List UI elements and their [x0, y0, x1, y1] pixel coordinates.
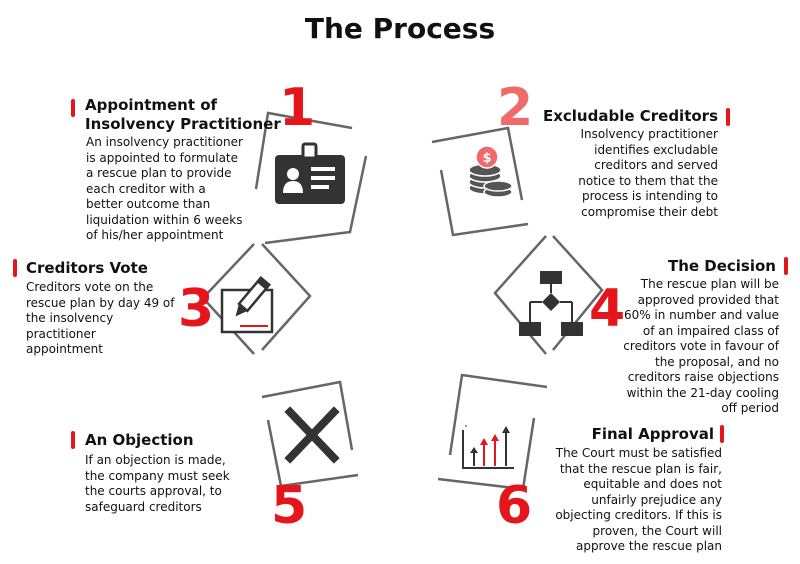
accent-bar-1 — [71, 99, 75, 117]
accent-bar-5 — [71, 431, 75, 449]
step-4-title: The Decision — [668, 257, 776, 276]
step-number-6: 6 — [496, 476, 533, 536]
step-3-body-line: Creditors vote on the — [26, 280, 154, 294]
step-6-title: Final Approval — [592, 425, 714, 444]
step-1-body-line: An insolvency practitioner — [86, 135, 243, 149]
step-4-title-line: The Decision — [667, 257, 776, 275]
pen-sign-icon — [220, 275, 274, 334]
step-6-body-line: that the rescue plan is fair, — [559, 461, 722, 476]
step-3-title-line: Creditors Vote — [26, 259, 148, 277]
step-6-body-line: The Court must be satisfied — [555, 446, 722, 460]
step-number-1: 1 — [279, 78, 316, 138]
step-4-body: The rescue plan will be approved provide… — [623, 277, 779, 417]
step-1-body: An insolvency practitioner is appointed … — [86, 135, 243, 244]
frame-1 — [254, 111, 368, 245]
coin-stack-icon: $ — [468, 145, 513, 198]
step-6-body-line: proven, the Court will — [592, 523, 722, 538]
step-4-body-line: 60% in number and value — [623, 308, 779, 322]
step-number-4: 4 — [589, 279, 626, 339]
step-6-body-line: unfairly prejudice any — [591, 492, 722, 507]
step-5-body-line: safeguard creditors — [85, 499, 202, 514]
step-3-body-line: practitioner — [26, 326, 96, 341]
step-2-body-line: creditors and served — [594, 158, 718, 172]
step-1-body-line: each creditor with a — [86, 181, 206, 196]
cross-icon — [284, 406, 340, 464]
step-2-body-line: Insolvency practitioner — [580, 127, 718, 141]
frame-6 — [437, 373, 548, 491]
step-5-body-line: the courts approval, to — [85, 484, 222, 498]
step-5-title: An Objection — [85, 431, 194, 450]
step-6-body: The Court must be satisfied that the res… — [555, 446, 722, 555]
step-2-body-line: compromise their debt — [581, 204, 718, 219]
flowchart-icon — [519, 271, 583, 336]
step-number-5: 5 — [271, 476, 308, 536]
step-2-title: Excludable Creditors — [543, 107, 718, 126]
step-number-3: 3 — [178, 279, 215, 339]
step-4-body-line: creditors vote in favour of — [623, 339, 779, 353]
step-1-body-line: better outcome than — [86, 197, 211, 211]
step-6-body-line: approve the rescue plan — [575, 539, 722, 553]
step-4-body-line: the proposal, and no — [654, 354, 779, 369]
step-2-body-line: identifies excludable — [594, 142, 718, 157]
step-number-2: 2 — [497, 78, 534, 138]
accent-bar-2 — [726, 108, 730, 126]
step-1-body-line: of his/her appointment — [86, 228, 224, 242]
step-4-body-line: off period — [721, 401, 779, 415]
step-4-body-line: approved provided that — [637, 292, 779, 307]
step-1-title: Appointment of Insolvency Practitioner — [85, 96, 281, 134]
step-2-body-line: notice to them that the — [578, 173, 718, 188]
step-3-body-line: the insolvency — [26, 311, 114, 325]
step-5-body: If an objection is made, the company mus… — [85, 453, 230, 515]
step-2-title-line: Excludable Creditors — [542, 107, 718, 125]
step-2-body: Insolvency practitioner identifies exclu… — [578, 127, 718, 220]
step-6-body-line: objecting creditors. If this is — [555, 508, 722, 522]
step-5-body-line: If an objection is made, — [85, 453, 226, 467]
step-1-title-line: Insolvency Practitioner — [85, 115, 281, 133]
step-1-title-line: Appointment of — [85, 96, 218, 114]
frame-3 — [201, 243, 312, 355]
growth-chart-icon — [462, 425, 514, 469]
id-badge-icon — [275, 142, 345, 204]
accent-bar-6 — [720, 425, 724, 443]
accent-bar-4 — [784, 257, 788, 275]
step-6-title-line: Final Approval — [591, 425, 714, 443]
accent-bar-3 — [13, 259, 17, 277]
step-3-title: Creditors Vote — [26, 259, 148, 278]
page-title: The Process — [304, 12, 496, 45]
step-1-body-line: is appointed to formulate — [86, 150, 239, 165]
step-3-body-line: rescue plan by day 49 of — [26, 295, 175, 310]
frame-4 — [493, 235, 604, 355]
step-4-body-line: creditors raise objections — [627, 370, 779, 384]
step-6-body-line: equitable and does not — [583, 477, 722, 491]
step-5-title-line: An Objection — [85, 431, 194, 449]
step-3-body-line: appointment — [26, 342, 103, 356]
frame-2 — [431, 126, 529, 237]
step-4-body-line: The rescue plan will be — [640, 277, 779, 291]
step-5-body-line: the company must seek — [85, 468, 230, 483]
step-2-body-line: process is intending to — [582, 189, 718, 203]
step-4-body-line: within the 21-day cooling — [626, 385, 779, 400]
step-1-body-line: a rescue plan to provide — [86, 166, 232, 180]
step-4-body-line: of an impaired class of — [642, 323, 779, 338]
step-1-body-line: liquidation within 6 weeks — [86, 212, 243, 227]
step-3-body: Creditors vote on the rescue plan by day… — [26, 280, 175, 358]
frame-5 — [261, 380, 359, 488]
svg-text:$: $ — [482, 151, 491, 166]
